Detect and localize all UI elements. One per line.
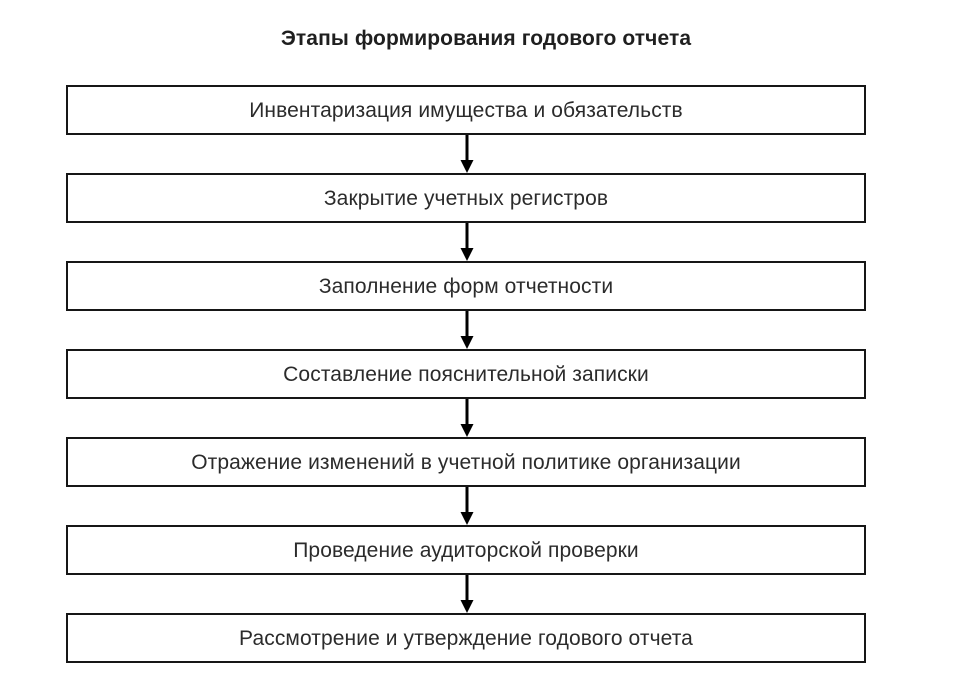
arrow-down-icon xyxy=(460,223,474,261)
flow-node-label: Проведение аудиторской проверки xyxy=(293,538,639,562)
flow-node-step-1: Инвентаризация имущества и обязательств xyxy=(66,85,866,135)
flow-node-step-2: Закрытие учетных регистров xyxy=(66,173,866,223)
flow-node-step-7: Рассмотрение и утверждение годового отче… xyxy=(66,613,866,663)
flow-node-label: Закрытие учетных регистров xyxy=(323,186,609,210)
flow-connector-4-to-5 xyxy=(66,399,866,437)
flow-node-label: Заполнение форм отчетности xyxy=(318,274,614,298)
flow-node-step-3: Заполнение форм отчетности xyxy=(66,261,866,311)
diagram-title: Этапы формирования годового отчета xyxy=(280,27,692,50)
flow-node-step-4: Составление пояснительной записки xyxy=(66,349,866,399)
flow-node-label: Рассмотрение и утверждение годового отче… xyxy=(239,626,693,650)
arrow-down-icon xyxy=(460,487,474,525)
flow-node-stack: Инвентаризация имущества и обязательств … xyxy=(66,85,866,663)
flow-connector-2-to-3 xyxy=(66,223,866,261)
flow-connector-1-to-2 xyxy=(66,135,866,173)
arrow-down-icon xyxy=(460,311,474,349)
arrow-down-icon xyxy=(460,135,474,173)
flow-connector-6-to-7 xyxy=(66,575,866,613)
flow-connector-3-to-4 xyxy=(66,311,866,349)
flow-connector-5-to-6 xyxy=(66,487,866,525)
arrow-down-icon xyxy=(460,575,474,613)
flow-node-label: Составление пояснительной записки xyxy=(283,362,649,386)
flow-node-label: Отражение изменений в учетной политике о… xyxy=(191,450,741,474)
flow-node-step-5: Отражение изменений в учетной политике о… xyxy=(66,437,866,487)
flow-node-label: Инвентаризация имущества и обязательств xyxy=(249,98,683,122)
flow-node-step-6: Проведение аудиторской проверки xyxy=(66,525,866,575)
arrow-down-icon xyxy=(460,399,474,437)
